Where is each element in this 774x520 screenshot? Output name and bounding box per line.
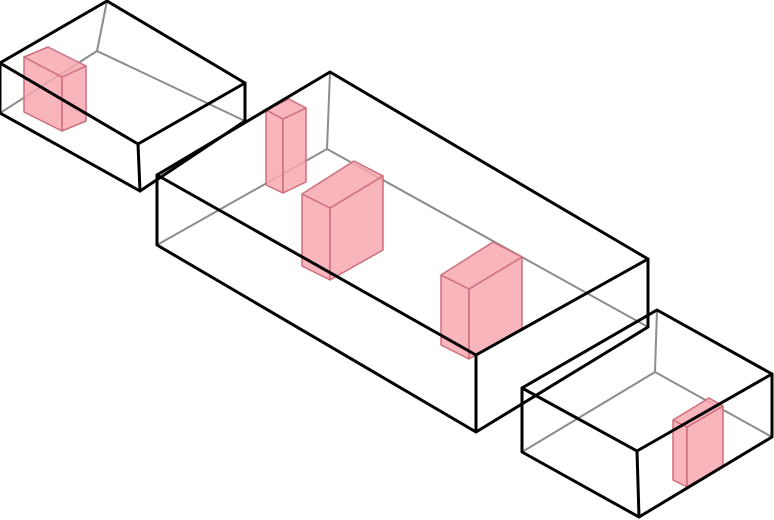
container-right-back-edges	[521, 309, 773, 453]
item-center-2-front	[301, 193, 331, 281]
item-left-1	[23, 46, 87, 132]
container-left-front-edges	[0, 0, 247, 193]
item-center-2	[301, 160, 384, 281]
container-right-front-edges	[520, 308, 774, 519]
container-right-box	[520, 308, 774, 519]
container-left-box	[0, 0, 247, 193]
item-right-1	[672, 397, 724, 488]
item-center-2-top	[301, 160, 384, 209]
item-center-1	[265, 98, 307, 194]
item-center-3-top	[440, 241, 523, 290]
container-center-front-edges	[155, 70, 650, 434]
item-center-1-side	[282, 107, 307, 194]
item-left-1-top	[23, 46, 87, 78]
container-center-back-edges	[156, 71, 649, 328]
item-center-1-front	[265, 109, 284, 194]
container-center-box	[155, 70, 650, 434]
